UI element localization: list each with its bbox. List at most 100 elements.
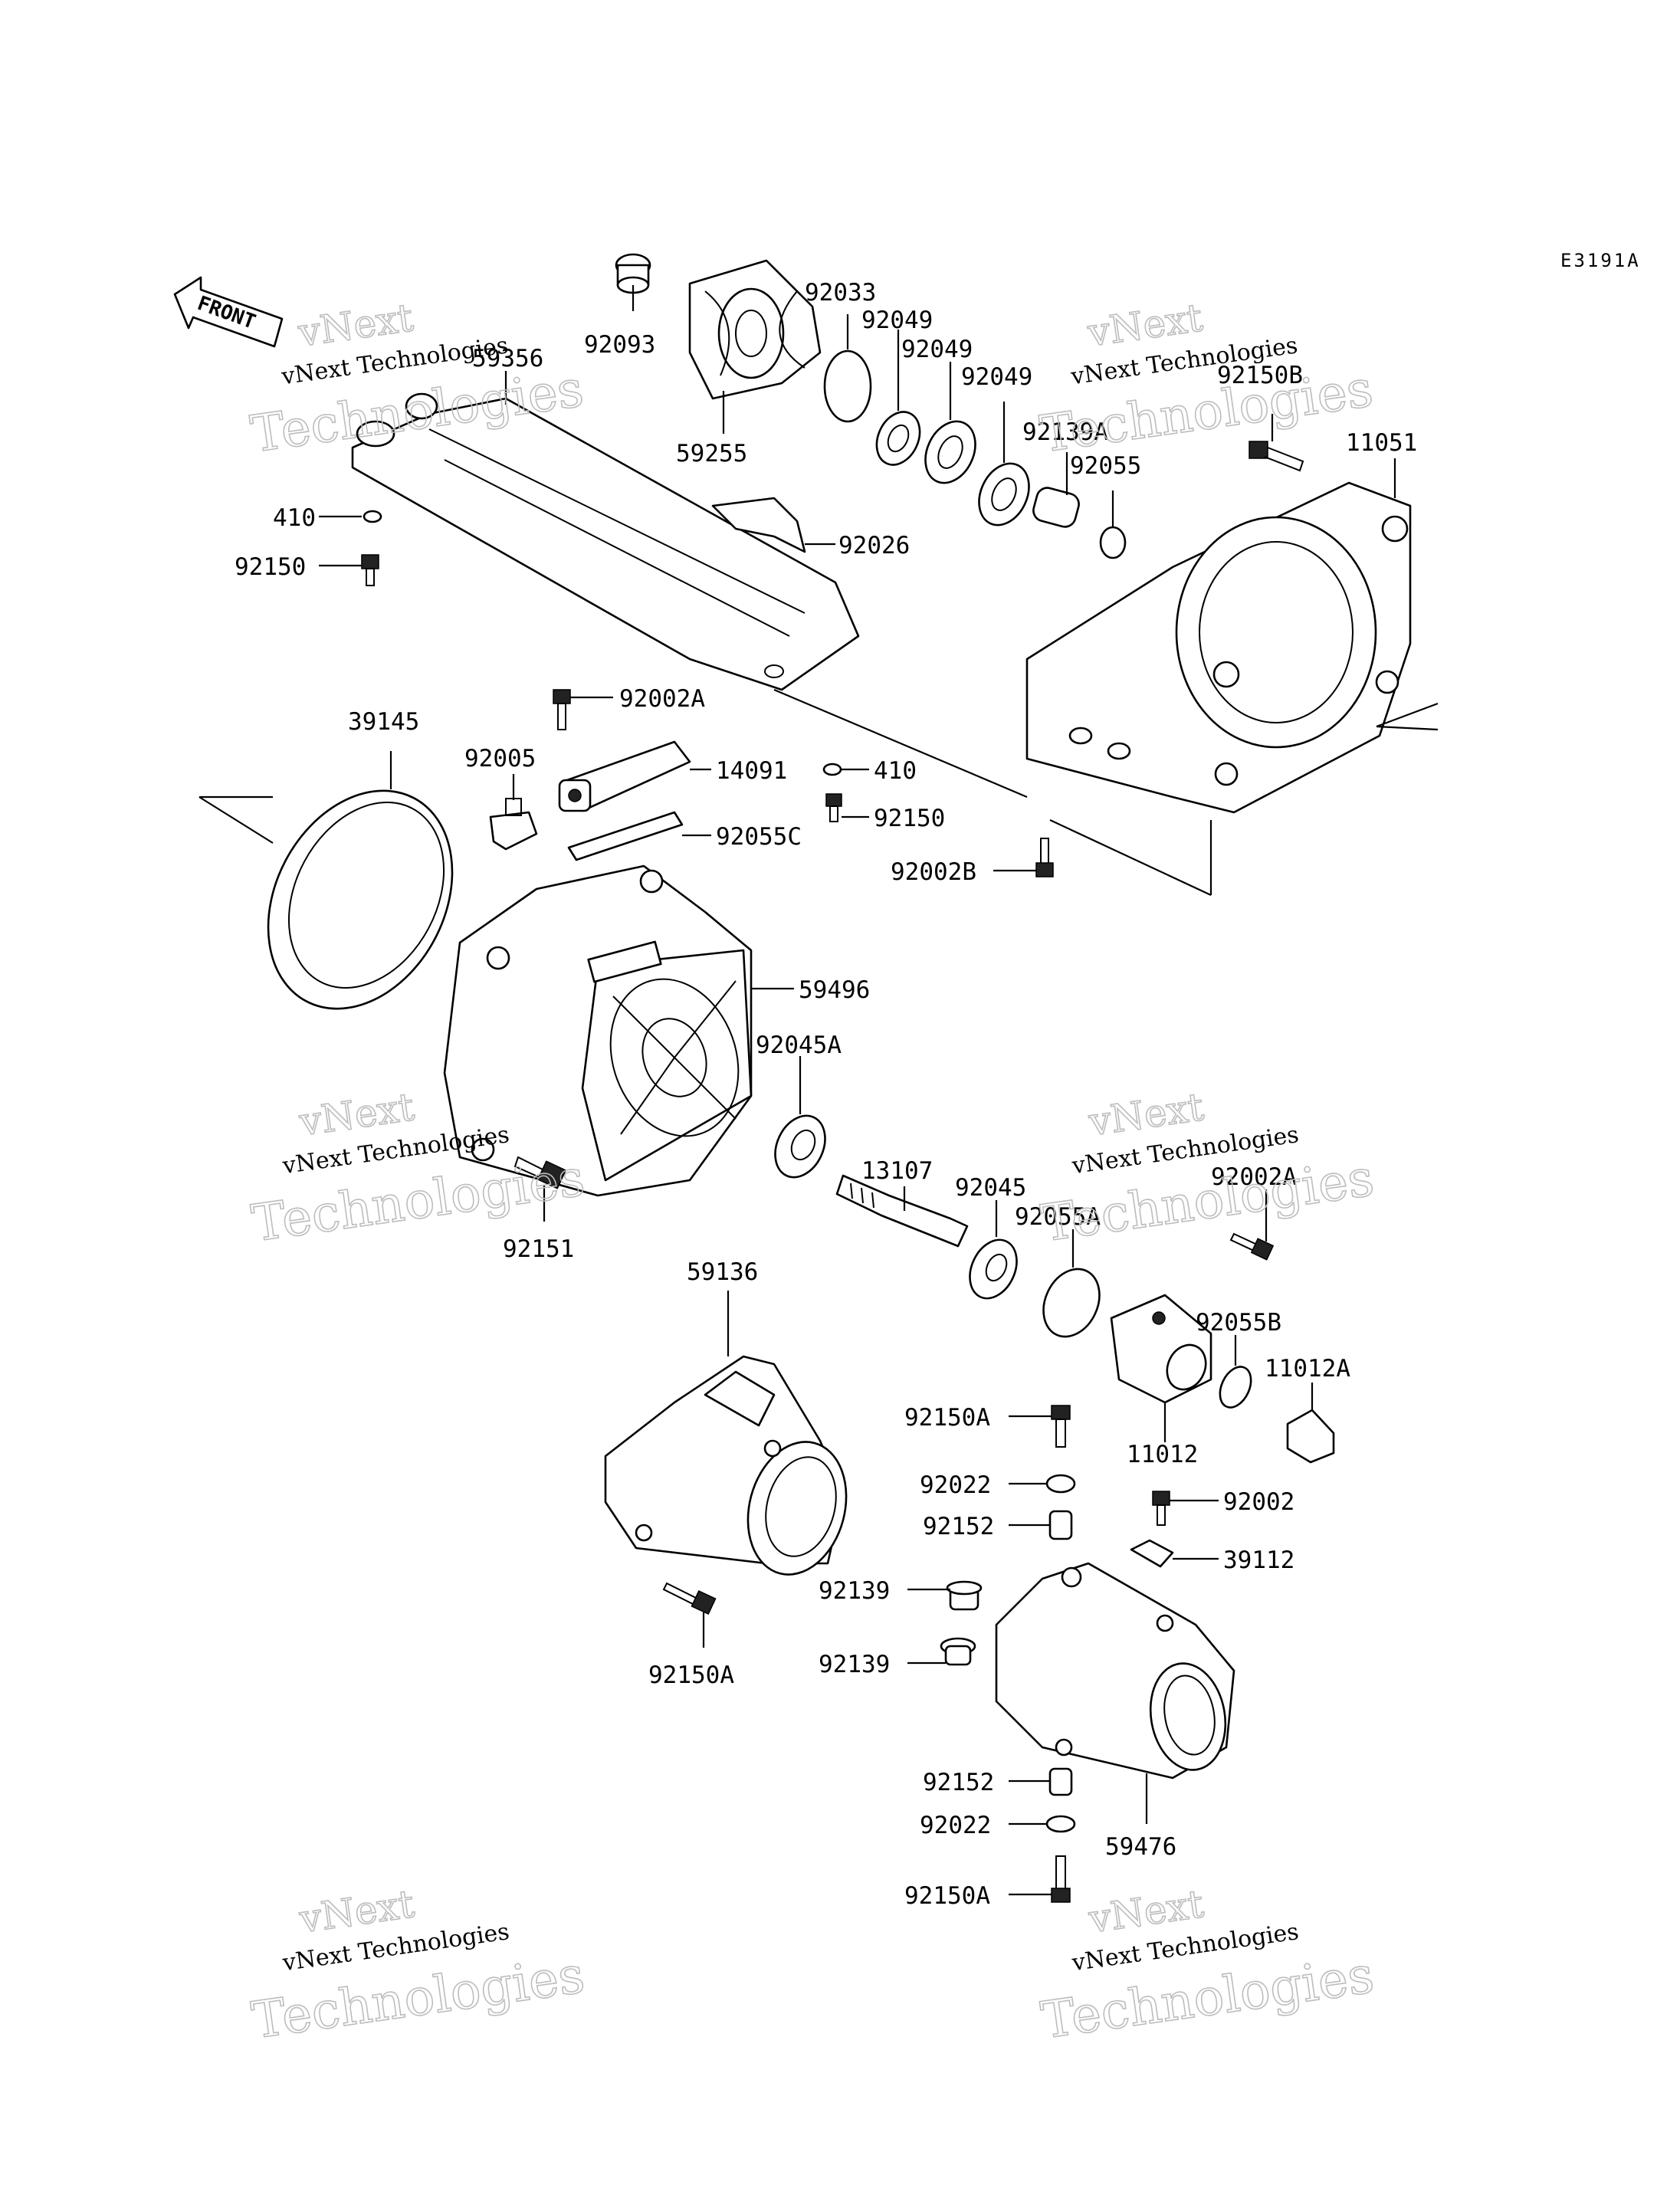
part-number-label: 410 [874,757,917,785]
part-number-label: 92049 [901,336,973,363]
part-number-label: 92055C [716,823,802,851]
pump-case-part [1025,481,1412,814]
svg-text:vNext: vNext [295,295,415,355]
part-number-label: 92045A [756,1032,842,1059]
part-number-label: 59356 [472,345,543,372]
part-number-label: 92002 [1223,1488,1294,1516]
shaft-part [835,1174,969,1248]
bushing-part [946,1580,983,1611]
lever-part [1130,1539,1174,1568]
part-number-label: 92049 [861,307,933,334]
watermark-bottom-right: vNext vNext Technologies Technologies [1037,1881,1378,2051]
leader-lines [199,285,1439,1896]
collar-part [1048,1767,1073,1796]
pump-plate-part [351,392,860,691]
part-number-label: 39112 [1223,1547,1294,1574]
part-number-label: 59476 [1105,1833,1176,1861]
circlip-part [823,349,872,423]
impeller-part [688,259,822,400]
part-number-label: 92150 [874,805,945,832]
nozzle-part [604,1355,848,1576]
pump-cap-part [1110,1294,1212,1404]
part-number-label: 13107 [861,1157,933,1185]
bolt-part [1249,441,1304,472]
part-number-label: 92150A [904,1882,990,1910]
pump-body-part [443,864,753,1197]
bolt-part [553,689,571,730]
part-number-label: 92005 [464,745,536,772]
part-number-label: 92055 [1070,452,1141,480]
part-number-label: 92022 [920,1812,991,1839]
bolt-part [825,793,842,822]
part-number-label: 410 [273,504,316,532]
part-number-label: 92093 [584,331,655,359]
o-ring-part [1042,1268,1101,1338]
part-number-label: 92152 [923,1769,994,1796]
liner-ring-part [267,789,454,1010]
bolt-part [514,1156,567,1189]
collar-part [1032,487,1080,528]
svg-text:vNext: vNext [1085,1881,1206,1941]
part-number-label: 92152 [923,1513,994,1540]
bolt-part [1051,1405,1071,1448]
part-number-label: 92150A [648,1661,734,1689]
bolt-part [1152,1491,1170,1526]
watermark-bottom-left: vNext vNext Technologies Technologies [248,1881,589,2051]
svg-text:vNext: vNext [1085,1084,1206,1144]
part-number-label: 92150A [904,1404,990,1432]
part-number-label: 92150 [235,553,306,581]
collar-part [1048,1510,1073,1540]
part-number-label: 92139 [819,1577,890,1605]
oil-seal-parts [875,411,1030,526]
diagram-code: E3191A [1560,250,1641,271]
part-number-label: 59496 [799,976,870,1004]
bracket-part [711,497,806,553]
part-number-label: 59255 [676,440,747,467]
part-number-label: 92045 [955,1174,1026,1202]
part-number-label: 92002A [1211,1163,1297,1191]
part-number-label: 59136 [687,1258,758,1286]
part-number-label: 92002A [619,685,705,713]
bolt-part [662,1582,717,1615]
washer-part [1045,1815,1076,1833]
steering-nozzle-part [995,1562,1235,1779]
watermark-top-right: vNext vNext Technologies Technologies [1036,295,1377,465]
part-number-label: 92022 [920,1471,991,1499]
o-ring-part [1219,1366,1252,1409]
part-number-label: 92026 [838,532,910,559]
front-direction-arrow: FRONT [173,276,284,348]
washer-part [1045,1474,1076,1494]
part-number-label: 92055B [1196,1309,1281,1337]
part-number-label: 92055A [1015,1203,1101,1231]
washer-part [822,763,842,776]
bearing-part [969,1238,1018,1300]
bolt-part [1229,1232,1275,1261]
plug-part [1286,1409,1335,1464]
part-number-label: 92139A [1022,418,1108,446]
watermark-mid-right: vNext vNext Technologies Technologies [1037,1084,1378,1254]
part-number-label: 14091 [716,757,787,785]
part-number-label: 92139 [819,1651,890,1678]
washer-part [363,510,382,523]
part-number-label: 92150B [1217,362,1303,389]
o-ring-part [1099,526,1127,559]
bearing-part [774,1114,826,1179]
bolt-part [361,554,379,586]
part-number-label: 11012A [1265,1355,1350,1383]
fitting-part [489,798,538,851]
part-number-label: 92151 [503,1235,574,1263]
bolt-part [1035,838,1054,877]
part-number-label: 92049 [961,363,1032,391]
bolt-part [1051,1855,1071,1903]
part-number-label: 92002B [891,858,976,886]
part-number-label: 11051 [1346,429,1417,457]
part-number-label: 92033 [805,279,876,307]
bushing-part [940,1637,976,1666]
cover-part [558,740,691,812]
gasket-part [567,811,684,861]
callout-labels: 92093 59255 92033 92049 92049 92049 9213… [235,279,1417,1910]
part-number-label: 39145 [348,708,419,736]
svg-text:vNext: vNext [296,1881,416,1941]
